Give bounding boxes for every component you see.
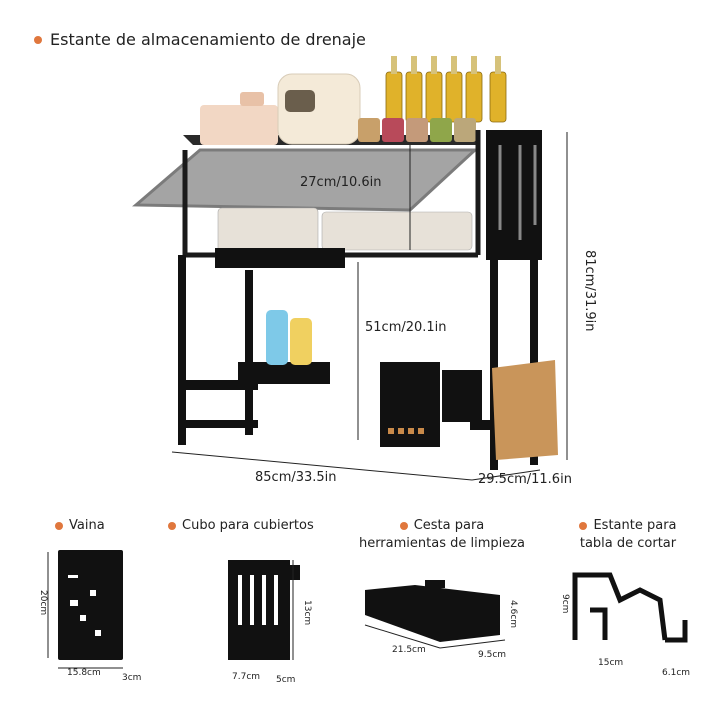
estante-depth: 6.1cm	[662, 668, 691, 678]
cubo-depth: 5cm	[276, 675, 296, 685]
caption-vaina: Vaina	[55, 517, 105, 535]
bullet-dot	[34, 35, 42, 44]
estante-width: 15cm	[598, 658, 624, 668]
title-text: Estante de almacenamiento de drenaje	[50, 30, 366, 49]
caption-cubo: Cubo para cubiertos	[168, 517, 314, 535]
width-label: 85cm/33.5in	[255, 470, 337, 485]
estante-drawing	[572, 572, 688, 643]
cesta-width: 9.5cm	[478, 650, 507, 660]
cubo-drawing	[228, 560, 300, 660]
inner-width-label: 27cm/10.6in	[300, 175, 382, 190]
cesta-length: 21.5cm	[392, 645, 426, 655]
vaina-height: 20cm	[38, 590, 48, 616]
depth-label: 29.5cm/11.6in	[478, 472, 572, 487]
cubo-height: 13cm	[302, 600, 312, 626]
caption-estante: Estante para tabla de cortar	[579, 518, 677, 551]
vaina-depth: 3cm	[122, 673, 142, 683]
vaina-drawing	[47, 550, 123, 669]
caption-cesta: Cesta para herramientas de limpieza	[358, 518, 526, 551]
estante-height: 9cm	[560, 594, 570, 614]
cubo-width: 7.7cm	[232, 672, 261, 682]
vaina-width: 15.8cm	[67, 668, 101, 678]
cesta-height: 4.6cm	[508, 600, 518, 629]
cesta-drawing	[364, 580, 506, 649]
page-title: Estante de almacenamiento de drenaje	[34, 30, 366, 49]
inner-height-label: 51cm/20.1in	[365, 320, 447, 335]
